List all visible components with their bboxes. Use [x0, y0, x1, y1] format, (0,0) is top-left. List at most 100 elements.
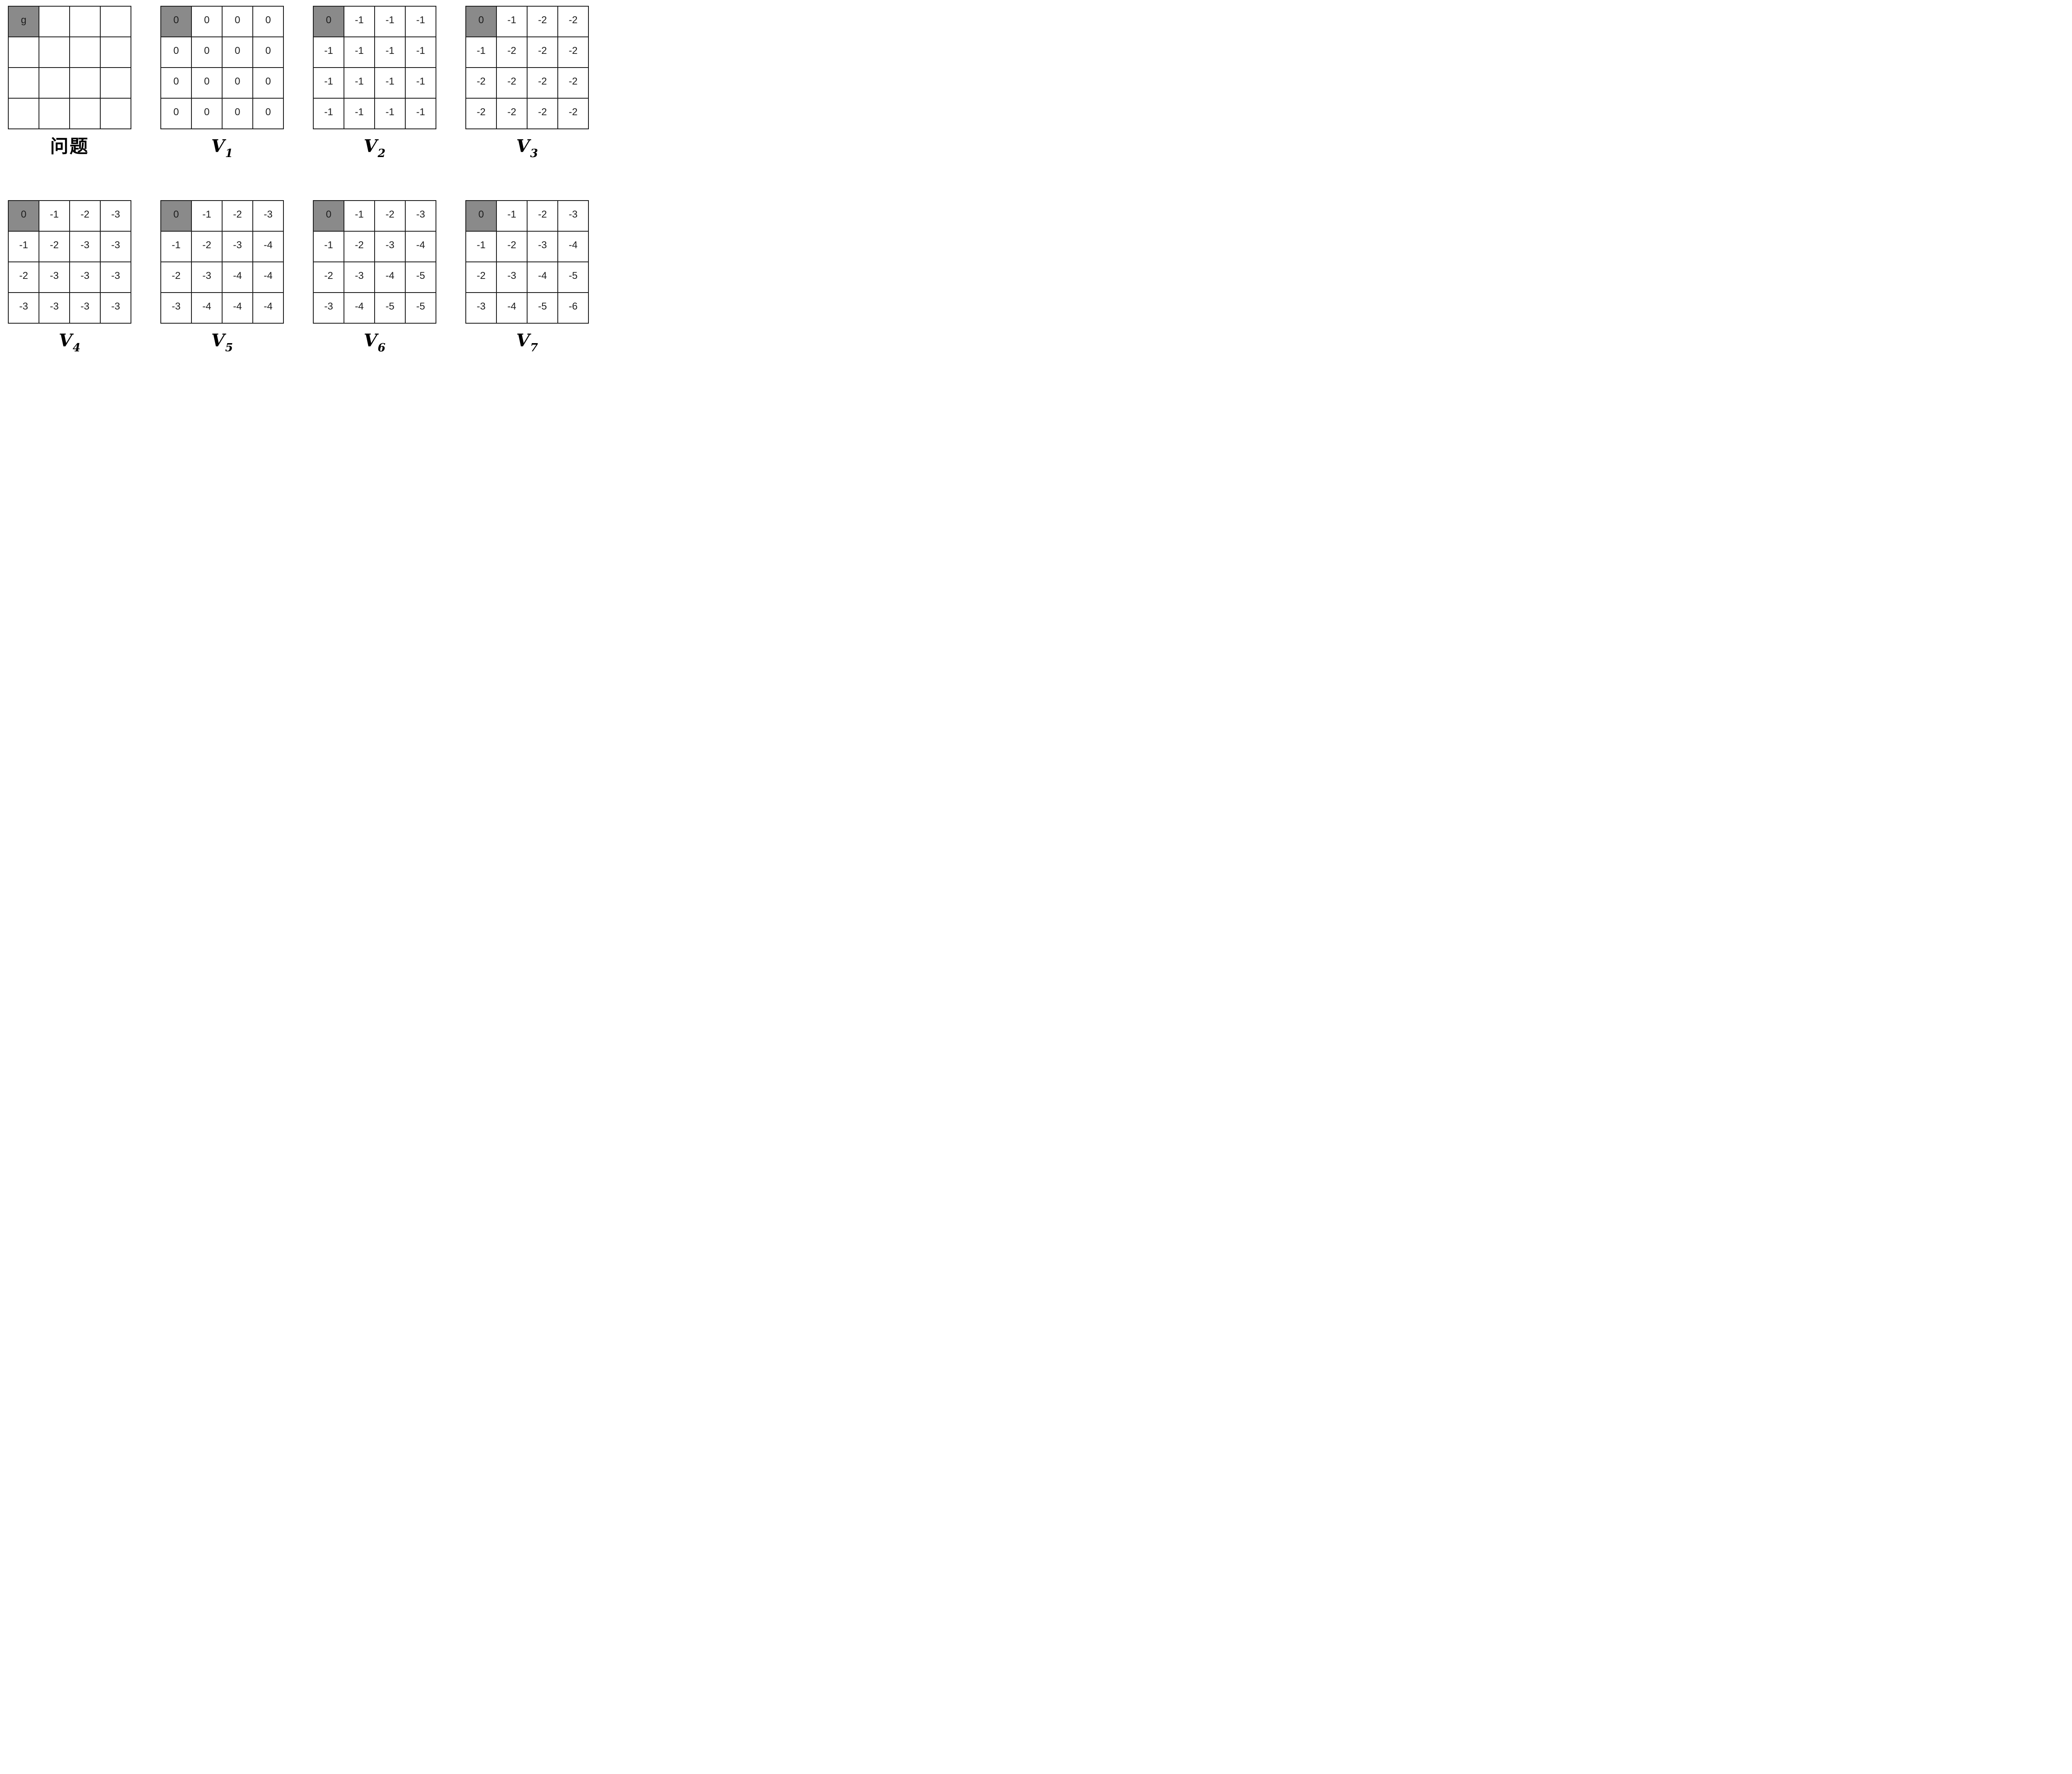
grid-cell: -2 — [528, 37, 557, 67]
panel-label: V3 — [516, 138, 538, 163]
grid-cell: -1 — [406, 7, 436, 36]
grid-cell: -1 — [375, 7, 405, 36]
grid-cell — [39, 68, 69, 98]
grid-cell: -3 — [161, 293, 191, 323]
panel-label: V6 — [364, 332, 385, 358]
grid-cell: -2 — [497, 232, 527, 261]
grid-4x4: 0-1-2-3-1-2-3-3-2-3-3-3-3-3-3-3 — [8, 200, 131, 324]
grid-cell: -2 — [528, 99, 557, 128]
grid-cell: -1 — [497, 7, 527, 36]
grid-cell: -1 — [497, 201, 527, 231]
panel-label: V5 — [211, 332, 233, 358]
grid-cell: -4 — [253, 232, 283, 261]
grid-cell: -3 — [101, 201, 131, 231]
grid-4x4: 0-1-2-3-1-2-3-4-2-3-4-5-3-4-5-6 — [465, 200, 589, 324]
grid-cell: -3 — [101, 232, 131, 261]
grid-4x4: 0-1-2-3-1-2-3-4-2-3-4-4-3-4-4-4 — [160, 200, 284, 324]
grid-cell: -3 — [101, 262, 131, 292]
grid-panel: 0-1-1-1-1-1-1-1-1-1-1-1-1-1-1-1 V2 — [313, 6, 436, 163]
grid-cell: -1 — [344, 99, 374, 128]
grid-cell: -1 — [314, 68, 344, 98]
grid-cell: -3 — [528, 232, 557, 261]
grid-cell: -2 — [466, 262, 496, 292]
grid-cell: -3 — [314, 293, 344, 323]
goal-cell: 0 — [466, 7, 496, 36]
grid-cell: -2 — [558, 99, 588, 128]
grid-cell — [101, 37, 131, 67]
grid-cell — [9, 37, 39, 67]
grid-cell — [70, 99, 100, 128]
panel-label-text: V — [211, 136, 225, 156]
grid-cell: -5 — [375, 293, 405, 323]
panel-label-text: V — [211, 330, 225, 351]
grid-cell — [9, 99, 39, 128]
grid-cell: 0 — [192, 99, 222, 128]
grid-cell: 0 — [223, 68, 252, 98]
goal-cell: g — [9, 7, 39, 36]
grid-cell — [101, 7, 131, 36]
grid-panel: 0-1-2-3-1-2-3-4-2-3-4-4-3-4-4-4 V5 — [160, 200, 284, 358]
grid-cell: -3 — [558, 201, 588, 231]
panel-label-subscript: 7 — [530, 341, 538, 354]
grid-cell: -1 — [406, 37, 436, 67]
grid-cell: -1 — [466, 232, 496, 261]
panel-label-text: V — [363, 330, 378, 351]
panel-label: V1 — [211, 138, 233, 163]
grid-cell — [70, 7, 100, 36]
grid-cell — [101, 99, 131, 128]
grid-cell: -2 — [192, 232, 222, 261]
grid-cell — [39, 99, 69, 128]
grid-cell: -4 — [528, 262, 557, 292]
grid-cell: -3 — [406, 201, 436, 231]
grid-cell — [70, 68, 100, 98]
panel-label: V2 — [364, 138, 385, 163]
grid-cell: -1 — [344, 201, 374, 231]
panel-label: 问题 — [50, 138, 89, 163]
panel-label-text: 问题 — [50, 136, 89, 157]
grid-4x4: g — [8, 6, 131, 129]
grid-cell: -2 — [223, 201, 252, 231]
grid-cell: -3 — [192, 262, 222, 292]
grid-cell: -4 — [497, 293, 527, 323]
grid-cell: -5 — [558, 262, 588, 292]
grid-cell: -4 — [253, 293, 283, 323]
panel-label-subscript: 4 — [73, 341, 81, 354]
grid-cell: -1 — [375, 99, 405, 128]
grid-cell: 0 — [192, 7, 222, 36]
grid-cell: -2 — [314, 262, 344, 292]
goal-cell: 0 — [314, 201, 344, 231]
grid-cell: -3 — [344, 262, 374, 292]
grid-cell — [70, 37, 100, 67]
panel-label-text: V — [516, 136, 530, 156]
grid-cell: -4 — [558, 232, 588, 261]
grid-cell: -1 — [466, 37, 496, 67]
grid-cell: -2 — [466, 99, 496, 128]
grid-cell: -1 — [344, 37, 374, 67]
grid-cell: -4 — [253, 262, 283, 292]
grid-cell: -1 — [375, 37, 405, 67]
goal-cell: 0 — [161, 201, 191, 231]
grid-4x4: 0-1-2-3-1-2-3-4-2-3-4-5-3-4-5-5 — [313, 200, 436, 324]
grid-cell: -2 — [558, 68, 588, 98]
grid-cell: -2 — [344, 232, 374, 261]
grid-cell: -3 — [70, 293, 100, 323]
grid-cell: -1 — [344, 68, 374, 98]
grid-panel: g 问题 — [8, 6, 131, 163]
grid-cell: -2 — [375, 201, 405, 231]
panel-label-text: V — [363, 136, 378, 156]
grid-cell — [39, 37, 69, 67]
grid-cell: 0 — [161, 99, 191, 128]
grid-cell: -3 — [223, 232, 252, 261]
grid-panel: 0-1-2-2-1-2-2-2-2-2-2-2-2-2-2-2 V3 — [465, 6, 589, 163]
panel-label: V4 — [59, 332, 80, 358]
grid-cell: -2 — [161, 262, 191, 292]
grid-cell: -3 — [39, 262, 69, 292]
grid-cell: -1 — [344, 7, 374, 36]
grid-cell: -2 — [39, 232, 69, 261]
grid-cell: -4 — [375, 262, 405, 292]
goal-cell: 0 — [9, 201, 39, 231]
goal-cell: 0 — [466, 201, 496, 231]
